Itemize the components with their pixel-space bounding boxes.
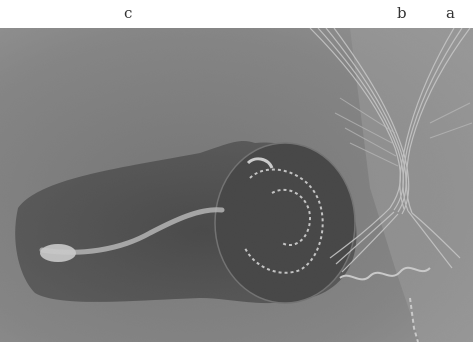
micrograph-image	[0, 28, 473, 342]
label-c: c	[124, 4, 132, 22]
label-b: b	[397, 4, 407, 22]
grain-overlay	[0, 28, 473, 342]
label-a: a	[446, 4, 455, 22]
